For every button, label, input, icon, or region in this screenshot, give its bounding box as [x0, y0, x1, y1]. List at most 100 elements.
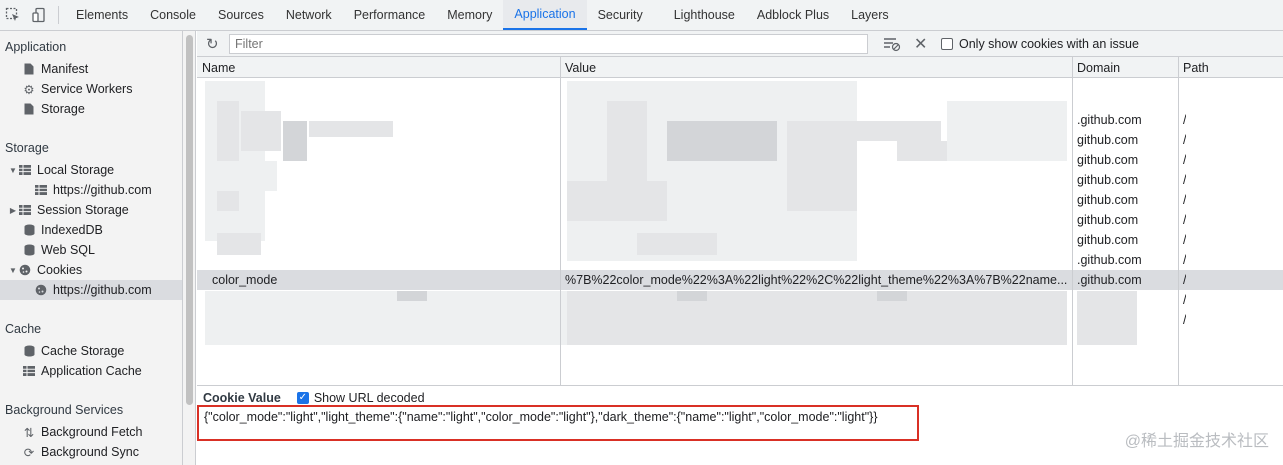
application-sidebar: Application Manifest ⚙ Service Workers S… [0, 31, 183, 465]
column-header-path[interactable]: Path [1183, 61, 1209, 75]
sidebar-item-indexeddb[interactable]: IndexedDB [22, 220, 103, 240]
table-row[interactable]: github.com / [197, 230, 1283, 250]
column-header-name[interactable]: Name [202, 61, 236, 75]
sidebar-item-label: Cookies [37, 263, 83, 277]
watermark: @稀土掘金技术社区 [1124, 433, 1269, 450]
cookie-path: / [1183, 233, 1187, 247]
cookie-value-text[interactable]: {"color_mode":"light","light_theme":{"na… [204, 410, 878, 424]
expand-right-icon[interactable]: ▶ [9, 205, 17, 215]
cookie-domain: .github.com [1077, 113, 1142, 127]
cookie-path: / [1183, 273, 1187, 287]
tab-performance[interactable]: Performance [353, 8, 426, 22]
cookie-domain: github.com [1077, 153, 1139, 167]
device-toolbar-icon[interactable] [26, 0, 52, 30]
grid-icon [18, 203, 32, 217]
column-divider[interactable] [1178, 57, 1179, 386]
cookies-table: Name Value Domain Path [197, 57, 1283, 386]
sidebar-item-label: https://github.com [53, 183, 152, 197]
cookie-path: / [1183, 133, 1187, 147]
tab-sources[interactable]: Sources [217, 8, 264, 22]
tab-console[interactable]: Console [150, 8, 196, 22]
sidebar-item-cache-storage[interactable]: Cache Storage [22, 341, 124, 361]
sidebar-item-background-fetch[interactable]: ⇅ Background Fetch [22, 422, 143, 442]
cookie-path: / [1183, 313, 1187, 327]
sidebar-item-label: Cache Storage [41, 344, 125, 358]
tab-layers[interactable]: Layers [851, 8, 889, 22]
sidebar-item-label: https://github.com [53, 283, 152, 297]
sidebar-item-label: Local Storage [37, 163, 115, 177]
table-row[interactable]: .github.com/ [197, 110, 1283, 130]
refresh-icon[interactable]: ↻ [206, 36, 219, 53]
sidebar-item-local-storage[interactable]: ▼ Local Storage [8, 160, 114, 180]
expand-down-icon[interactable]: ▼ [9, 165, 17, 175]
cookie-value: %7B%22color_mode%22%3A%22light%22%2C%22l… [565, 273, 1068, 287]
table-row-selected[interactable]: color_mode %7B%22color_mode%22%3A%22ligh… [197, 270, 1283, 290]
only-issues-label: Only show cookies with an issue [959, 37, 1139, 51]
column-divider[interactable] [560, 57, 561, 386]
section-application-title: Application [5, 40, 67, 54]
cookies-toolbar: ↻ ✕ Only show cookies with an issue [197, 31, 1283, 57]
scrollbar-thumb[interactable] [186, 35, 193, 405]
table-header: Name Value Domain Path [197, 57, 1283, 78]
table-row[interactable]: github.com/ [197, 210, 1283, 230]
only-issues-checkbox[interactable] [941, 38, 953, 50]
sidebar-item-label: Application Cache [41, 364, 142, 378]
expand-down-icon[interactable]: ▼ [9, 265, 17, 275]
sidebar-item-label: Service Workers [41, 82, 133, 96]
sidebar-item-service-workers[interactable]: ⚙ Service Workers [22, 79, 132, 99]
table-row[interactable]: github.com/ [197, 190, 1283, 210]
cookie-value-header: Cookie Value ✓ Show URL decoded [203, 390, 425, 406]
sidebar-item-label: Background Fetch [41, 425, 143, 439]
tab-elements[interactable]: Elements [76, 8, 129, 22]
sidebar-item-label: Storage [41, 102, 85, 116]
sidebar-scrollbar[interactable] [183, 31, 196, 465]
tab-adblock-plus[interactable]: Adblock Plus [756, 8, 830, 22]
sidebar-item-label: Background Sync [41, 445, 139, 459]
tab-security[interactable]: Security [597, 8, 643, 22]
sidebar-item-local-storage-github[interactable]: https://github.com [34, 180, 152, 200]
table-row[interactable]: / [197, 290, 1283, 310]
cookie-path: / [1183, 173, 1187, 187]
sidebar-item-application-cache[interactable]: Application Cache [22, 361, 142, 381]
table-row[interactable]: .github.com/ [197, 250, 1283, 270]
tab-application[interactable]: Application [503, 0, 587, 30]
database-icon [22, 243, 36, 257]
cookie-domain: github.com [1077, 213, 1139, 227]
show-url-decoded-checkbox[interactable]: ✓ [296, 392, 309, 404]
table-row[interactable]: / [197, 310, 1283, 330]
column-divider[interactable] [1072, 57, 1073, 386]
column-header-domain[interactable]: Domain [1077, 61, 1121, 75]
sidebar-item-web-sql[interactable]: Web SQL [22, 240, 95, 260]
cookie-domain: github.com [1077, 133, 1139, 147]
table-row[interactable]: github.com/ [197, 170, 1283, 190]
inspect-element-icon[interactable] [0, 0, 26, 30]
tab-memory[interactable]: Memory [447, 8, 493, 22]
file-icon [22, 102, 36, 116]
sidebar-item-label: Web SQL [41, 243, 95, 257]
sidebar-item-manifest[interactable]: Manifest [22, 59, 88, 79]
cookie-icon [18, 263, 32, 277]
grid-icon [34, 183, 48, 197]
sidebar-item-label: IndexedDB [41, 223, 103, 237]
cookie-path: / [1183, 153, 1187, 167]
gear-icon: ⚙ [23, 82, 35, 97]
sidebar-item-cookies[interactable]: ▼ Cookies [8, 260, 82, 280]
sidebar-item-label: Manifest [41, 62, 89, 76]
sidebar-item-session-storage[interactable]: ▶ Session Storage [8, 200, 129, 220]
cookie-domain: github.com [1077, 233, 1139, 247]
cookies-panel: ↻ ✕ Only show cookies with an issue Name… [197, 31, 1283, 465]
sidebar-item-cookies-github[interactable]: https://github.com [0, 280, 182, 300]
cookie-path: / [1183, 253, 1187, 267]
column-header-value[interactable]: Value [565, 61, 597, 75]
table-row[interactable]: github.com / [197, 150, 1283, 170]
sidebar-item-background-sync[interactable]: ⟳ Background Sync [22, 442, 139, 462]
sidebar-item-storage[interactable]: Storage [22, 99, 85, 119]
clear-filtered-cookies-icon[interactable] [883, 36, 901, 55]
table-row[interactable]: github.com / [197, 130, 1283, 150]
cookie-value-title: Cookie Value [203, 391, 281, 405]
clear-all-cookies-icon[interactable]: ✕ [914, 36, 928, 53]
filter-input[interactable] [229, 34, 868, 54]
tab-network[interactable]: Network [285, 8, 332, 22]
tab-lighthouse[interactable]: Lighthouse [673, 8, 735, 22]
section-cache-title: Cache [5, 322, 42, 336]
